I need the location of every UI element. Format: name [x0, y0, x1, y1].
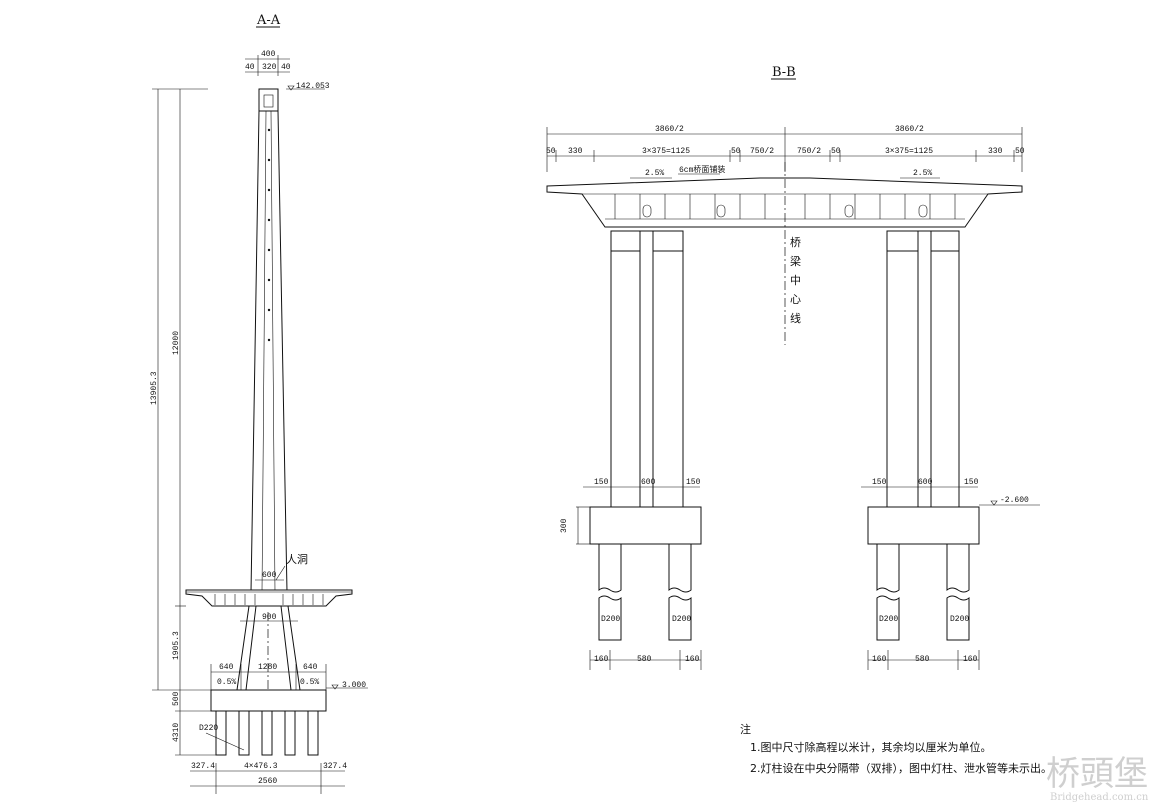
bb-dim-160-b: 160	[685, 655, 700, 664]
aa-pile-dia: D220	[199, 724, 218, 733]
bb-pile-dia-2: D200	[672, 615, 691, 624]
aa-dim-top-left: 40	[245, 63, 255, 72]
aa-dim-bot-right: 327.4	[323, 762, 347, 771]
watermark-cn: 桥頭堡	[1046, 754, 1148, 794]
bb-paving-label: 6cm桥面铺装	[679, 164, 725, 175]
bb-centerline-char-3: 中	[790, 274, 801, 287]
watermark: 桥頭堡 Bridgehead.com.cn	[1046, 754, 1149, 803]
bb-dim-50-a: 50	[546, 147, 556, 156]
bb-dim-750-left: 750/2	[750, 147, 774, 156]
watermark-en: Bridgehead.com.cn	[1050, 792, 1149, 803]
aa-dim-bot-left: 327.4	[191, 762, 215, 771]
bb-dim-half-left: 3860/2	[655, 125, 684, 134]
bb-pile-dia-3: D200	[879, 615, 898, 624]
bb-dim-600-a: 600	[641, 478, 656, 487]
notes-line-2: 2.灯柱设在中央分隔带（双排），图中灯柱、泄水管等未示出。	[750, 761, 1052, 775]
bb-dim-half-right: 3860/2	[895, 125, 924, 134]
aa-slope-left: 0.5%	[217, 678, 236, 687]
aa-elev-base: 3.000	[342, 681, 366, 690]
aa-dim-top-total: 400	[261, 50, 276, 59]
bb-dim-750-right: 750/2	[797, 147, 821, 156]
bb-dim-150-a: 150	[594, 478, 609, 487]
aa-dim-bot-mid: 4×476.3	[244, 762, 278, 771]
bb-dim-160-a: 160	[594, 655, 609, 664]
section-bb-title: B-B	[772, 65, 796, 80]
bb-dim-50-c: 50	[831, 147, 841, 156]
bb-dim-600-b: 600	[918, 478, 933, 487]
bb-dim-3x375-right: 3×375=1125	[885, 147, 933, 156]
aa-dim-900: 900	[262, 613, 277, 622]
bb-dim-330-left: 330	[568, 147, 583, 156]
bb-left-pier	[589, 230, 702, 641]
bb-dim-330-right: 330	[988, 147, 1003, 156]
aa-elev-top: 142.053	[296, 82, 330, 91]
bb-centerline-label: 桥 梁 中 心 线	[790, 236, 801, 325]
bb-pile-dia-4: D200	[950, 615, 969, 624]
bb-centerline-char-5: 线	[790, 311, 801, 325]
aa-piles	[215, 710, 319, 756]
notes: 注 1.图中尺寸除高程以米计，其余均以厘米为单位。 2.灯柱设在中央分隔带（双排…	[740, 722, 1052, 775]
notes-heading: 注	[740, 722, 751, 736]
bb-dim-160-d: 160	[963, 655, 978, 664]
aa-manhole-label: 人洞	[286, 553, 308, 566]
aa-dim-top-right: 40	[281, 63, 291, 72]
aa-dim-height-lower: 1905.3	[172, 631, 181, 660]
bb-dim-160-c: 160	[872, 655, 887, 664]
aa-dim-pile-height: 4310	[172, 723, 181, 742]
aa-dim-height-total: 13905.3	[150, 371, 159, 405]
bb-right-pier	[867, 230, 980, 641]
bb-dim-cap-height: 300	[560, 518, 569, 533]
aa-dim-cap-height: 500	[172, 691, 181, 706]
tower-holes	[267, 128, 271, 342]
aa-dim-base-mid: 1280	[258, 663, 277, 672]
bb-slope-right: 2.5%	[913, 169, 932, 178]
bb-centerline-char-2: 梁	[790, 254, 801, 268]
bb-dim-150-c: 150	[872, 478, 887, 487]
aa-dim-base-right: 640	[303, 663, 318, 672]
section-aa-title: A-A	[256, 13, 281, 28]
bb-dim-150-d: 150	[964, 478, 979, 487]
notes-line-1: 1.图中尺寸除高程以米计，其余均以厘米为单位。	[750, 740, 992, 754]
aa-dim-top-mid: 320	[262, 63, 277, 72]
aa-deck-ribs	[214, 594, 324, 605]
bb-dim-3x375-left: 3×375=1125	[642, 147, 690, 156]
aa-dim-height-upper: 12000	[172, 331, 181, 355]
bb-girder-openings	[642, 204, 928, 218]
aa-slope-right: 0.5%	[300, 678, 319, 687]
section-bb: B-B 3860/2 3860/2 50 330 3×375=1125 50 7…	[546, 65, 1040, 670]
bb-dim-150-b: 150	[686, 478, 701, 487]
bb-pile-dia-1: D200	[601, 615, 620, 624]
bb-elev-cap: -2.600	[1000, 496, 1029, 505]
bb-slope-left: 2.5%	[645, 169, 664, 178]
bb-centerline-char-4: 心	[790, 293, 801, 306]
bb-centerline-char-1: 桥	[790, 236, 801, 249]
section-aa: A-A 400 40 320 40 142.053	[150, 13, 368, 794]
bb-dim-580-b: 580	[915, 655, 930, 664]
bb-dim-580-a: 580	[637, 655, 652, 664]
bb-girder-webs	[614, 194, 956, 219]
aa-dim-600: 600	[262, 571, 277, 580]
bb-dim-50-b: 50	[731, 147, 741, 156]
aa-dim-base-left: 640	[219, 663, 234, 672]
bb-dim-50-d: 50	[1015, 147, 1025, 156]
aa-dim-bot-total: 2560	[258, 777, 277, 786]
